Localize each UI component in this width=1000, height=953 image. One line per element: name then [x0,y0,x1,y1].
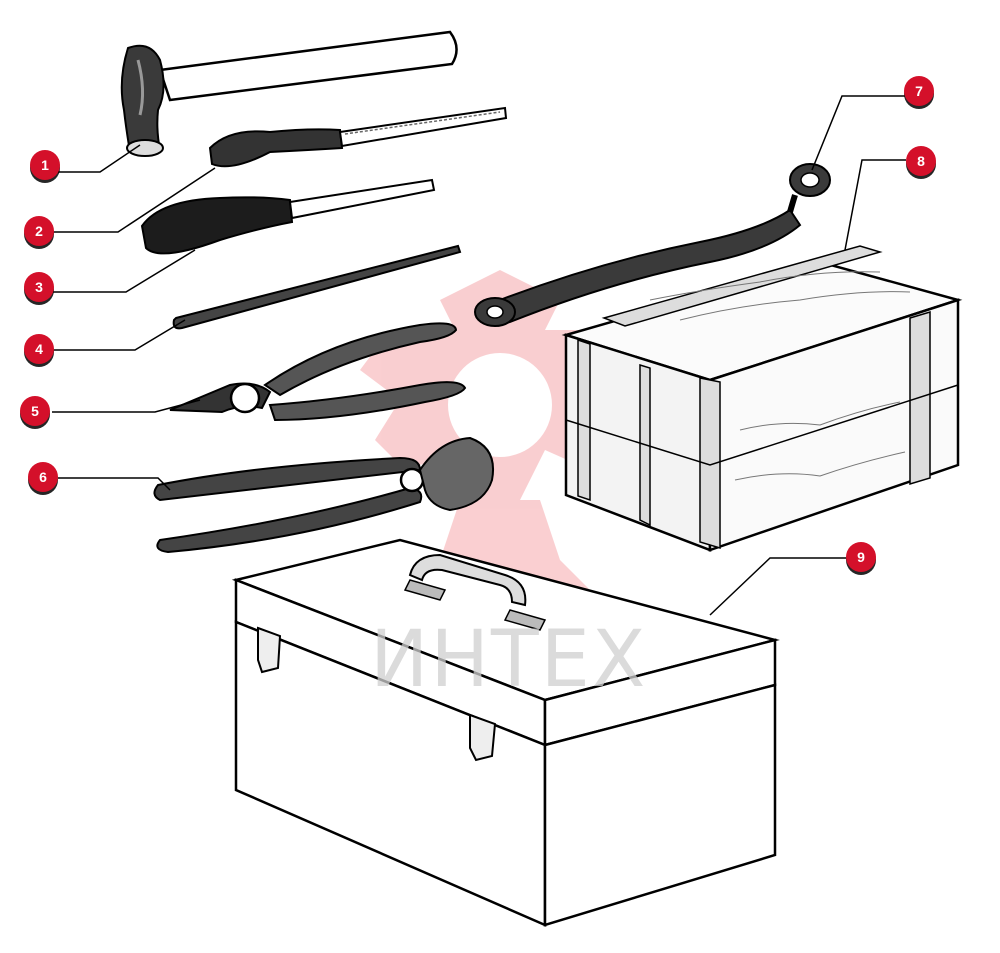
callout-4[interactable]: 4 [24,334,54,364]
screwdriver-large [140,178,436,255]
callout-8[interactable]: 8 [906,146,936,176]
watermark-text: ИНТЕХ [370,615,648,705]
pry-bar [172,244,462,330]
callout-1[interactable]: 1 [30,150,60,180]
callout-2[interactable]: 2 [24,216,54,246]
leader-lines [52,95,906,616]
hammer [120,30,458,157]
callout-6[interactable]: 6 [28,462,58,492]
box-wrench [474,163,831,327]
pliers [169,322,467,422]
tool-box [231,538,780,927]
wooden-crate [561,245,963,552]
adjustable-pliers [153,436,494,554]
callout-5[interactable]: 5 [20,396,50,426]
callout-9[interactable]: 9 [846,542,876,572]
screwdriver-small [208,106,508,168]
callout-3[interactable]: 3 [24,272,54,302]
callout-7[interactable]: 7 [904,76,934,106]
